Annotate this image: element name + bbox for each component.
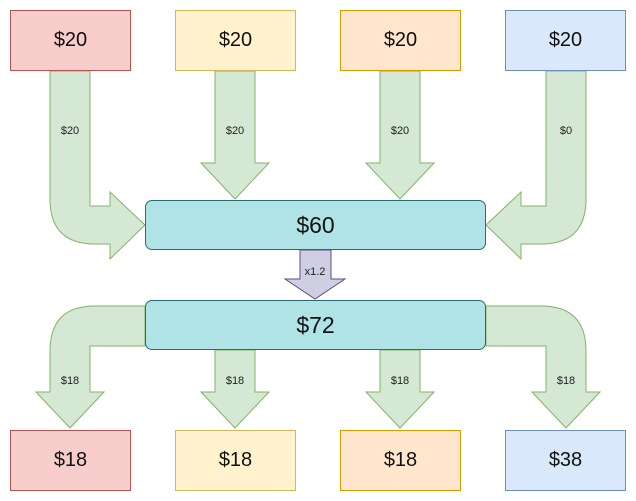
input-box-2: $20 — [175, 10, 296, 71]
output-arrow-1 — [34, 305, 146, 429]
input-flow-label-1: $20 — [60, 125, 80, 137]
input-box-1: $20 — [10, 10, 131, 71]
output-arrow-2 — [199, 349, 271, 429]
output-arrow-3 — [364, 349, 436, 429]
output-box-2: $18 — [175, 430, 296, 491]
input-arrow-1 — [49, 70, 146, 261]
output-arrow-4 — [485, 305, 602, 429]
input-flow-label-2: $20 — [225, 125, 245, 137]
input-arrow-3 — [364, 70, 436, 200]
pool-total-box: $60 — [145, 200, 486, 250]
input-arrow-2 — [199, 70, 271, 200]
output-box-1: $18 — [10, 430, 131, 491]
input-flow-label-3: $20 — [390, 125, 410, 137]
pool-after-box: $72 — [145, 300, 486, 350]
output-flow-label-2: $18 — [225, 375, 245, 387]
input-box-4: $20 — [505, 10, 626, 71]
multiplier-arrow — [283, 249, 347, 300]
input-box-3: $20 — [340, 10, 461, 71]
output-flow-label-1: $18 — [60, 375, 80, 387]
output-flow-label-3: $18 — [390, 375, 410, 387]
multiplier-label: x1.2 — [304, 266, 326, 278]
input-flow-label-4: $0 — [559, 125, 573, 137]
output-box-4: $38 — [505, 430, 626, 491]
output-box-3: $18 — [340, 430, 461, 491]
input-arrow-4 — [485, 70, 587, 261]
output-flow-label-4: $18 — [556, 375, 576, 387]
